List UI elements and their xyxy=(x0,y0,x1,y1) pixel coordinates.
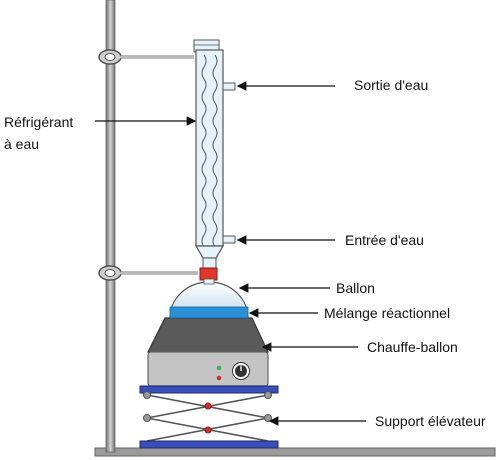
lab-jack xyxy=(139,391,279,449)
label-chauffe-ballon: Chauffe-ballon xyxy=(367,339,458,355)
label-sortie-eau: Sortie d'eau xyxy=(354,77,429,93)
lower-clamp xyxy=(98,265,198,281)
stand-base xyxy=(94,447,496,457)
neck-joint xyxy=(199,267,218,281)
knob-icon xyxy=(232,362,250,380)
upper-clamp xyxy=(98,49,194,65)
label-entree-eau: Entrée d'eau xyxy=(345,232,424,248)
label-refrigerant-line2: à eau xyxy=(4,136,40,152)
label-refrigerant-line1: Réfrigérant xyxy=(4,114,74,130)
label-support-elevateur: Support élévateur xyxy=(375,413,486,429)
indicator-light-icon xyxy=(216,375,222,381)
heating-mantle xyxy=(147,317,269,387)
base-plate xyxy=(139,385,279,394)
round-flask xyxy=(169,278,249,319)
indicator-light-icon xyxy=(216,365,222,371)
label-melange-reactionnel: Mélange réactionnel xyxy=(324,305,451,321)
stand-rod xyxy=(105,0,116,453)
reaction-mixture xyxy=(169,306,249,319)
label-ballon: Ballon xyxy=(336,280,375,296)
condenser xyxy=(193,39,236,271)
